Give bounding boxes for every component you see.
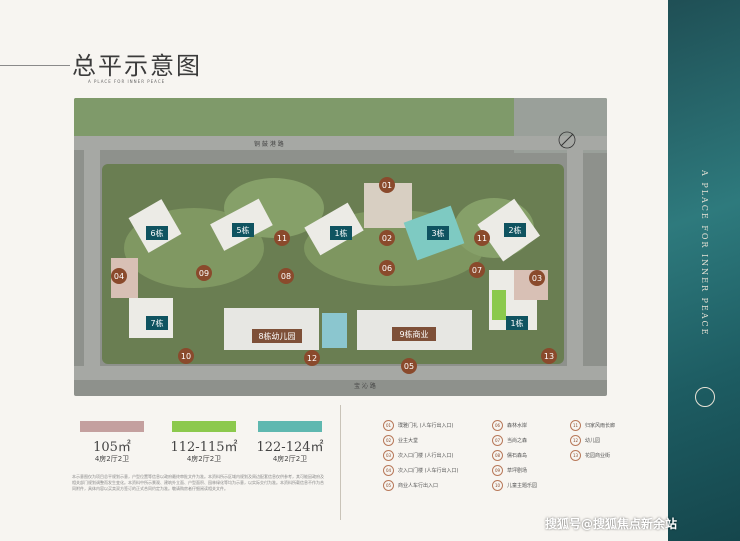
svg-text:07: 07 xyxy=(472,266,482,275)
road-top xyxy=(74,136,607,150)
svg-text:09: 09 xyxy=(199,269,209,278)
building-tag-1b: 1栋 xyxy=(506,316,528,330)
marker-02: 02 xyxy=(379,230,395,246)
building-label-2: 2栋 xyxy=(508,225,521,235)
building-tag-5: 5栋 xyxy=(232,223,254,237)
road-right xyxy=(567,150,583,366)
building-label-3: 3栋 xyxy=(431,228,444,238)
emblem-icon xyxy=(695,387,715,407)
svg-text:12: 12 xyxy=(307,354,317,363)
column-divider xyxy=(340,405,341,520)
building-label-7: 7栋 xyxy=(150,318,163,328)
building-tag-8: 8栋幼儿园 xyxy=(252,329,302,343)
svg-text:05: 05 xyxy=(404,362,414,371)
building-label-6: 6栋 xyxy=(150,228,163,238)
svg-text:04: 04 xyxy=(114,272,124,281)
panel-slogan: A PLACE FOR INNER PEACE xyxy=(700,170,709,337)
building-tag-1a: 1栋 xyxy=(330,226,352,240)
building-tag-3: 3栋 xyxy=(427,226,449,240)
marker-05: 05 xyxy=(401,358,417,374)
marker-13: 13 xyxy=(541,348,557,364)
marker-12: 12 xyxy=(304,350,320,366)
legend-area-105: 105㎡ xyxy=(93,440,131,455)
svg-text:13: 13 xyxy=(544,352,554,361)
road-bottom xyxy=(74,366,607,380)
marker-06: 06 xyxy=(379,260,395,276)
building-tag-2: 2栋 xyxy=(504,223,526,237)
svg-text:11: 11 xyxy=(277,234,287,243)
svg-text:11: 11 xyxy=(477,234,487,243)
marker-11a: 11 xyxy=(274,230,290,246)
svg-text:03: 03 xyxy=(532,274,542,283)
marker-10: 10 xyxy=(178,348,194,364)
marker-03: 03 xyxy=(529,270,545,286)
side-panel xyxy=(668,0,740,541)
title-rule xyxy=(0,65,70,66)
watermark: 搜狐号@搜狐焦点新余站 xyxy=(545,517,678,531)
marker-09: 09 xyxy=(196,265,212,281)
north-arrow-icon xyxy=(558,131,576,149)
building-label-8: 8栋幼儿园 xyxy=(258,331,295,341)
legend-swatch-112 xyxy=(172,421,236,432)
svg-text:01: 01 xyxy=(382,181,392,190)
page-title: 总平示意图 xyxy=(72,52,202,80)
svg-text:08: 08 xyxy=(281,272,291,281)
site-plan-map: 6栋 5栋 1栋 3栋 2栋 7栋 1栋 8栋幼儿园 9栋商业 01 02 03… xyxy=(74,98,607,396)
marker-08: 08 xyxy=(278,268,294,284)
building-label-1a: 1栋 xyxy=(334,228,347,238)
disclaimer-notes: 本示意图仅为项目总平规划示意，户型位置等信息以政府最终审批文件为准。本资料所示区… xyxy=(72,474,324,491)
marker-11b: 11 xyxy=(474,230,490,246)
building-label-1b: 1栋 xyxy=(510,318,523,328)
road-name-bottom: 宝 沁 路 xyxy=(354,382,376,390)
svg-text:02: 02 xyxy=(382,234,392,243)
building-tag-6: 6栋 xyxy=(146,226,168,240)
svg-text:10: 10 xyxy=(181,352,191,361)
road-left xyxy=(84,150,100,366)
legend-layout-112: 4房2厅2卫 xyxy=(186,455,222,463)
svg-text:06: 06 xyxy=(382,264,392,273)
building-label-9: 9栋商业 xyxy=(399,329,428,339)
marker-04: 04 xyxy=(111,268,127,284)
page-subtitle: A PLACE FOR INNER PEACE xyxy=(88,79,166,84)
marker-07: 07 xyxy=(469,262,485,278)
road-name-top: 铜 鼓 港 路 xyxy=(254,140,284,148)
legend-layout-122: 4房2厅2卫 xyxy=(272,455,308,463)
legend-swatch-105 xyxy=(80,421,144,432)
building-tag-7: 7栋 xyxy=(146,316,168,330)
legend-area-122: 122-124㎡ xyxy=(256,440,324,455)
building-label-5: 5栋 xyxy=(236,225,249,235)
building-tag-9: 9栋商业 xyxy=(392,327,436,341)
marker-01: 01 xyxy=(379,177,395,193)
legend-area-112: 112-115㎡ xyxy=(170,440,238,455)
legend-layout-105: 4房2厅2卫 xyxy=(94,455,130,463)
legend-swatch-122 xyxy=(258,421,322,432)
